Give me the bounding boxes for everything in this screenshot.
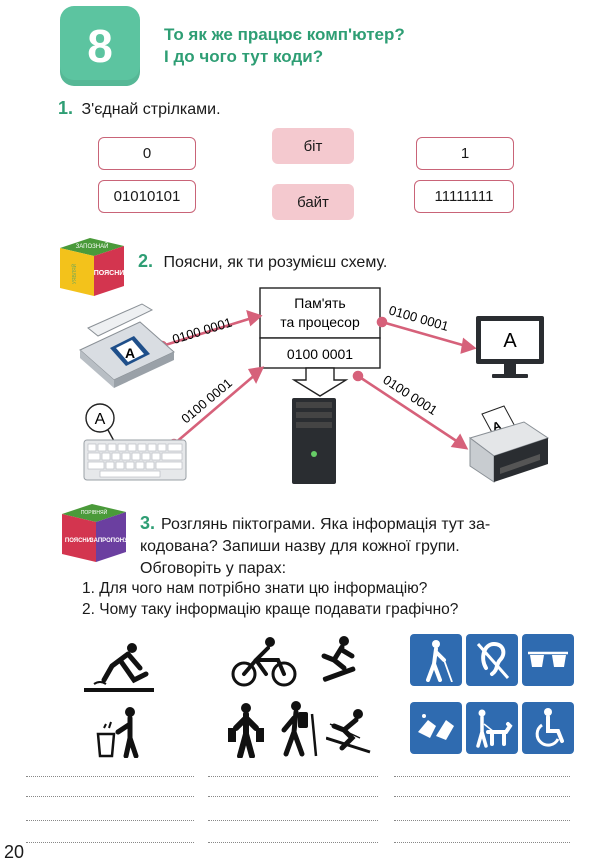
task1-right-box-2[interactable]: 11111111 xyxy=(414,180,514,213)
task2-text: Поясни, як ти розумієш схему. xyxy=(163,254,388,271)
system-unit-icon xyxy=(292,398,336,484)
scanner-icon: A xyxy=(79,303,175,388)
hiker-icon xyxy=(281,701,318,757)
arrow-monitor-head xyxy=(460,337,477,354)
arrow-keyboard-head xyxy=(247,366,265,384)
lesson-number-badge: 8 xyxy=(60,6,140,86)
task3-line3: Обговоріть у парах: xyxy=(140,560,287,577)
box-label: 01010101 xyxy=(113,188,181,205)
cube-label-top: ПОРІВНЯЙ xyxy=(81,508,108,516)
arrow-scanner-head xyxy=(246,310,263,327)
answer-line[interactable] xyxy=(26,842,194,843)
task1-number: 1. xyxy=(58,98,74,118)
arrow-monitor-line xyxy=(381,320,467,348)
down-arrow xyxy=(291,367,349,397)
task1-text: З'єднай стрілками. xyxy=(81,101,221,118)
arrow-code-scanner: 0100 0001 xyxy=(170,315,233,347)
task3-line1: Розглянь піктограми. Яка інформація тут … xyxy=(161,516,491,533)
arrow-monitor-dot xyxy=(376,316,388,328)
arrow-printer-head xyxy=(450,433,469,450)
memory-label-2: та процесор xyxy=(280,314,360,330)
keyboard-letter: A xyxy=(95,411,106,428)
sign-language-icon xyxy=(410,702,462,754)
answer-line[interactable] xyxy=(208,776,378,777)
memory-box xyxy=(259,287,381,339)
arrow-code-monitor: 0100 0001 xyxy=(387,302,450,333)
arrow-printer-dot xyxy=(352,370,364,382)
lesson-number: 8 xyxy=(87,20,113,72)
task1-right-box-1[interactable]: 1 xyxy=(416,137,514,170)
cube-label-side: УЯВЛЯЙ xyxy=(70,263,78,284)
computer-scheme-diagram: Пам'ять та процесор 0100 0001 0100 0001 … xyxy=(79,287,550,484)
monitor-icon: A xyxy=(476,316,544,378)
answer-line[interactable] xyxy=(394,842,570,843)
task1-left-box-1[interactable]: 0 xyxy=(98,137,196,170)
deaf-icon xyxy=(466,634,518,686)
answer-line[interactable] xyxy=(26,820,194,821)
memory-label-1: Пам'ять xyxy=(294,295,345,311)
arrow-scanner-line xyxy=(161,316,253,348)
task3-line2: кодована? Запиши назву для кожної групи. xyxy=(140,538,460,555)
snowboard-icon xyxy=(321,636,356,682)
guide-dog-icon xyxy=(466,702,518,754)
answer-line[interactable] xyxy=(26,796,194,797)
answer-line[interactable] xyxy=(208,842,378,843)
cube-label-front: ПОЯСНИ xyxy=(94,270,125,277)
answer-line[interactable] xyxy=(394,820,570,821)
slip-icon xyxy=(84,643,154,692)
task3-text: 3. Розглянь піктограми. Яка інформація ту… xyxy=(140,512,580,580)
printer-icon: A xyxy=(468,405,550,483)
task1-middle-box-2[interactable]: байт xyxy=(272,184,354,220)
task1-heading: 1. З'єднай стрілками. xyxy=(58,98,221,121)
arrow-printer-line xyxy=(357,374,459,444)
box-label: біт xyxy=(303,137,323,155)
task1-middle-box-1[interactable]: біт xyxy=(272,128,354,164)
memory-code: 0100 0001 xyxy=(287,346,353,362)
box-label: байт xyxy=(297,193,329,211)
box-label: 1 xyxy=(460,145,470,162)
cube-suggest-icon: ПОЯСНИ ЗАПРОПОНУЙ ПОРІВНЯЙ xyxy=(62,504,132,562)
cube-label-front: ПОЯСНИ xyxy=(65,538,91,544)
task3-question-2: 2. Чому таку інформацію краще подавати г… xyxy=(82,601,459,618)
walker-icon xyxy=(228,703,264,758)
task2-number: 2. xyxy=(138,251,154,271)
monitor-letter: A xyxy=(503,330,517,352)
lesson-title: То як же працює комп'ютер? І до чого тут… xyxy=(164,24,405,68)
page-number: 20 xyxy=(4,842,25,862)
box-label: 11111111 xyxy=(434,188,494,205)
answer-line[interactable] xyxy=(208,796,378,797)
answer-line[interactable] xyxy=(208,820,378,821)
box-label: 0 xyxy=(142,145,152,162)
arrow-keyboard-line xyxy=(173,373,257,445)
blind-icon xyxy=(410,634,462,686)
answer-line[interactable] xyxy=(394,776,570,777)
lesson-title-line1: То як же працює комп'ютер? xyxy=(164,25,405,44)
cyclist-icon xyxy=(231,637,297,687)
task3-question-1: 1. Для чого нам потрібно знати цю інформ… xyxy=(82,580,428,597)
answer-line[interactable] xyxy=(26,776,194,777)
scanner-letter: A xyxy=(125,345,135,361)
cube-label-top: ЗАПОЗНАЙ xyxy=(76,242,109,250)
cube-explain-icon: ЗАПОЗНАЙ ПОЯСНИ УЯВЛЯЙ xyxy=(60,238,125,296)
task3-number: 3. xyxy=(140,513,156,533)
keyboard-icon: A xyxy=(83,403,187,481)
answer-line[interactable] xyxy=(394,796,570,797)
task1-left-box-2[interactable]: 01010101 xyxy=(98,180,196,213)
trash-icon xyxy=(96,707,139,758)
lesson-title-line2: І до чого тут коди? xyxy=(164,47,324,66)
task2-heading: 2. Поясни, як ти розумієш схему. xyxy=(138,251,387,274)
cube-label-side: ЗАПРОПОНУЙ xyxy=(90,536,132,544)
skier-icon xyxy=(326,709,371,754)
glasses-icon xyxy=(522,634,574,686)
wheelchair-icon xyxy=(522,702,574,754)
